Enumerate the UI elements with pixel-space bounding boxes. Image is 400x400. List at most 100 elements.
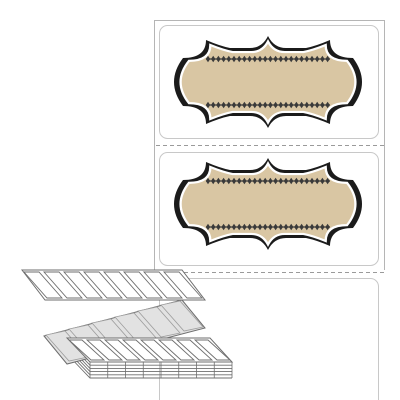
diamond-mark	[221, 55, 226, 63]
diamond-mark	[278, 101, 283, 109]
diamond-mark	[283, 101, 289, 109]
diamond-mark	[268, 101, 273, 109]
diamond-mark	[257, 101, 263, 109]
diamond-mark	[221, 177, 226, 185]
diamond-mark	[309, 55, 315, 63]
fanfold-label	[143, 271, 183, 299]
diamond-mark	[252, 223, 257, 231]
diamond-mark	[268, 177, 273, 185]
diamond-mark	[242, 55, 247, 63]
diamond-mark	[320, 223, 325, 231]
diamond-mark	[216, 223, 221, 231]
diamond-mark	[309, 101, 315, 109]
diamond-mark	[294, 223, 299, 231]
fanfold-label	[23, 271, 63, 299]
diamond-mark	[252, 177, 257, 185]
diamond-mark	[247, 55, 252, 63]
diamond-mark	[226, 55, 231, 63]
diamond-mark	[211, 223, 216, 231]
diamond-mark	[237, 223, 242, 231]
diamond-mark	[252, 101, 257, 109]
diamond-mark	[294, 101, 299, 109]
diamond-mark	[268, 55, 273, 63]
diamond-mark	[325, 101, 330, 109]
diamond-mark	[278, 55, 283, 63]
fanfold-label	[163, 271, 203, 299]
diamond-mark	[299, 223, 304, 231]
diamond-mark	[216, 177, 221, 185]
diamond-mark	[289, 177, 294, 185]
diamond-mark	[289, 223, 294, 231]
fanfold-label	[103, 339, 142, 361]
diamond-mark	[320, 55, 325, 63]
diamond-mark	[263, 55, 268, 63]
diamond-mark	[226, 223, 231, 231]
bottom-strip-labels	[67, 339, 232, 361]
diamond-mark	[273, 223, 278, 231]
diamond-mark	[257, 55, 263, 63]
diamond-mark	[309, 177, 315, 185]
fanfold-label	[175, 339, 214, 361]
diamond-mark	[278, 223, 283, 231]
diamond-mark	[247, 101, 252, 109]
diamond-mark	[237, 101, 242, 109]
diamond-mark	[294, 55, 299, 63]
fanfold-label	[67, 339, 106, 361]
diamond-mark	[273, 101, 278, 109]
fanfold-label	[43, 271, 83, 299]
diamond-mark	[325, 223, 330, 231]
fanfold-label	[103, 271, 143, 299]
diamond-mark	[283, 223, 289, 231]
diamond-mark	[299, 55, 304, 63]
diamond-mark	[283, 55, 289, 63]
diamond-mark	[211, 55, 216, 63]
diamond-mark	[257, 223, 263, 231]
diamond-mark	[304, 101, 309, 109]
diamond-chain-icon	[205, 223, 330, 231]
fanfold-label	[121, 339, 160, 361]
diamond-mark	[237, 55, 242, 63]
diamond-mark	[257, 177, 263, 185]
diamond-mark	[315, 101, 320, 109]
diamond-mark	[216, 55, 221, 63]
diamond-mark	[309, 223, 315, 231]
diamond-mark	[315, 177, 320, 185]
fanfold-label	[123, 271, 163, 299]
ornamental-label-icon	[174, 158, 362, 250]
fanfold-label	[85, 339, 124, 361]
diamond-mark	[278, 177, 283, 185]
fanfold-label	[63, 271, 103, 299]
diamond-mark	[289, 55, 294, 63]
ornamental-label-icon	[174, 36, 362, 128]
diamond-mark	[325, 55, 330, 63]
diamond-mark	[299, 101, 304, 109]
fanfold-label	[139, 339, 178, 361]
diamond-mark	[216, 101, 221, 109]
diamond-mark	[289, 101, 294, 109]
fold-label	[137, 306, 181, 338]
diamond-mark	[268, 223, 273, 231]
diamond-mark	[299, 177, 304, 185]
diamond-mark	[304, 55, 309, 63]
diamond-mark	[320, 177, 325, 185]
diamond-mark	[211, 177, 216, 185]
diamond-mark	[237, 177, 242, 185]
fanfold-label	[157, 339, 196, 361]
top-strip-labels	[23, 271, 203, 299]
fanfold-label-stack-icon	[20, 269, 234, 379]
diamond-mark	[252, 55, 257, 63]
fanfold-label	[193, 339, 232, 361]
diamond-mark	[273, 177, 278, 185]
diamond-mark	[221, 101, 226, 109]
diamond-mark	[320, 101, 325, 109]
diamond-mark	[263, 101, 268, 109]
diamond-mark	[263, 177, 268, 185]
diamond-mark	[226, 177, 231, 185]
diamond-mark	[283, 177, 289, 185]
diamond-mark	[211, 101, 216, 109]
diamond-mark	[315, 55, 320, 63]
diamond-mark	[294, 177, 299, 185]
diamond-mark	[315, 223, 320, 231]
